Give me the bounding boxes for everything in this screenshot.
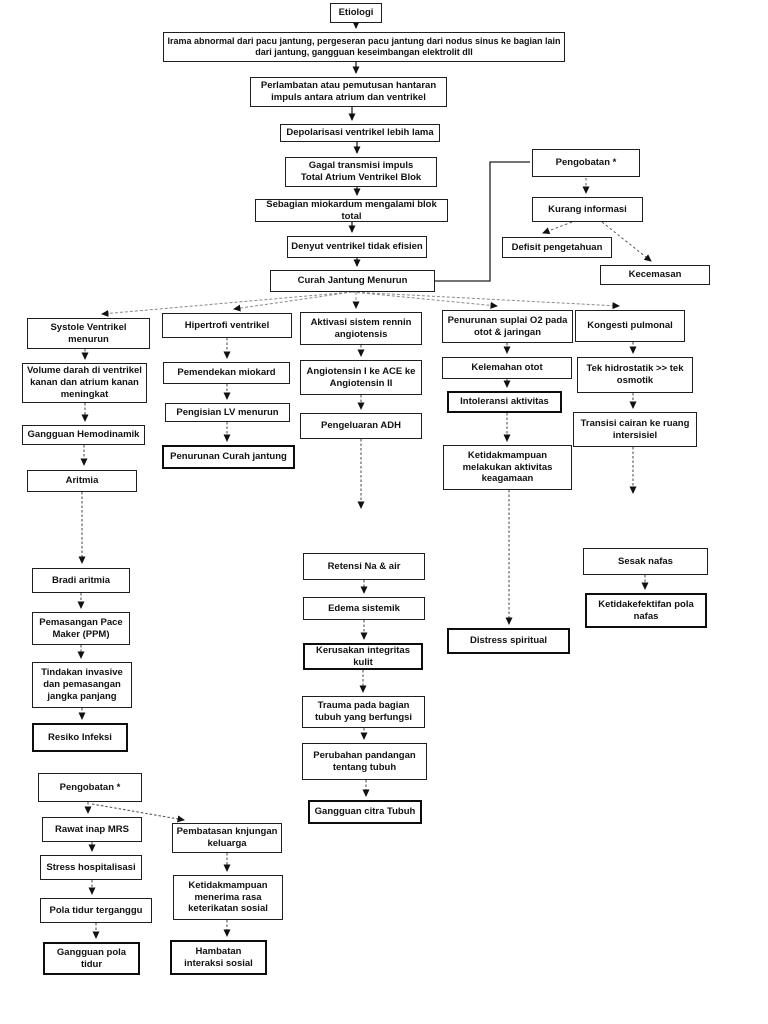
node-resiko-infeksi: Resiko Infeksi [32,723,128,752]
node-retensi-na-air: Retensi Na & air [303,553,425,580]
node-intoleransi-aktivitas: Intoleransi aktivitas [447,391,562,413]
node-sebagian-miokardum: Sebagian miokardum mengalami blok total [255,199,448,222]
node-stress-hospitalisasi: Stress hospitalisasi [40,855,142,880]
node-kecemasan: Kecemasan [600,265,710,285]
node-kongesti-pulmonal: Kongesti pulmonal [575,310,685,342]
node-ketidakefektifan-pola-nafas: Ketidakefektifan pola nafas [585,593,707,628]
node-sesak-nafas: Sesak nafas [583,548,708,575]
node-tindakan-invasive: Tindakan invasive dan pemasangan jangka … [32,662,132,708]
node-volume-darah: Volume darah di ventrikel kanan dan atri… [22,363,147,403]
node-kelemahan-otot: Kelemahan otot [442,357,572,379]
node-etiologi: Etiologi [330,3,382,23]
node-gangguan-citra-tubuh: Gangguan citra Tubuh [308,800,422,824]
node-depolarisasi: Depolarisasi ventrikel lebih lama [280,124,440,142]
node-edema-sistemik: Edema sistemik [303,597,425,620]
node-pola-tidur-terganggu: Pola tidur terganggu [40,898,152,923]
node-irama-abnormal: Irama abnormal dari pacu jantung, perges… [163,32,565,62]
node-curah-jantung-menurun: Curah Jantung Menurun [270,270,435,292]
node-aritmia: Aritmia [27,470,137,492]
node-pemasangan-ppm: Pemasangan Pace Maker (PPM) [32,612,130,645]
node-defisit-pengetahuan: Defisit pengetahuan [502,237,612,258]
node-kurang-informasi: Kurang informasi [532,197,643,222]
node-perubahan-pandangan: Perubahan pandangan tentang tubuh [302,743,427,780]
node-pengeluaran-adh: Pengeluaran ADH [300,413,422,439]
node-aktivasi-rennin: Aktivasi sistem rennin angiotensis [300,312,422,345]
node-distress-spiritual: Distress spiritual [447,628,570,654]
node-trauma-tubuh: Trauma pada bagian tubuh yang berfungsi [302,696,425,728]
node-tek-hidrostatik: Tek hidrostatik >> tek osmotik [577,357,693,393]
node-penurunan-suplai-o2: Penurunan suplai O2 pada otot & jaringan [442,310,573,343]
node-gangguan-pola-tidur: Gangguan pola tidur [43,942,140,975]
node-denyut-ventrikel: Denyut ventrikel tidak efisien [287,236,427,258]
node-systole-menurun: Systole Ventrikel menurun [27,318,150,349]
node-gangguan-hemodinamik: Gangguan Hemodinamik [22,425,145,445]
node-ketidakmampuan-sosial: Ketidakmampuan menerima rasa keterikatan… [173,875,283,920]
node-pemendekan-miokard: Pemendekan miokard [163,362,290,384]
node-gagal-transmisi: Gagal transmisi impuls Total Atrium Vent… [285,157,437,187]
node-kerusakan-integritas-kulit: Kerusakan integritas kulit [303,643,423,670]
node-bradi-aritmia: Bradi aritmia [32,568,130,593]
node-hipertrofi-ventrikel: Hipertrofi ventrikel [162,313,292,338]
node-hambatan-interaksi-sosial: Hambatan interaksi sosial [170,940,267,975]
node-perlambatan: Perlambatan atau pemutusan hantaran impu… [250,77,447,107]
node-penurunan-curah-jantung: Penurunan Curah jantung [162,445,295,469]
node-angiotensin: Angiotensin I ke ACE ke Angiotensin II [300,360,422,395]
node-rawat-inap-mrs: Rawat inap MRS [42,817,142,842]
node-pengobatan-bottom: Pengobatan * [38,773,142,802]
node-pembatasan-kunjungan: Pembatasan knjungan keluarga [172,823,282,853]
node-ketidakmampuan-keagamaan: Ketidakmampuan melakukan aktivitas keaga… [443,445,572,490]
node-pengisian-lv: Pengisian LV menurun [165,403,290,422]
node-pengobatan-top: Pengobatan * [532,149,640,177]
node-transisi-cairan: Transisi cairan ke ruang intersisiel [573,412,697,447]
